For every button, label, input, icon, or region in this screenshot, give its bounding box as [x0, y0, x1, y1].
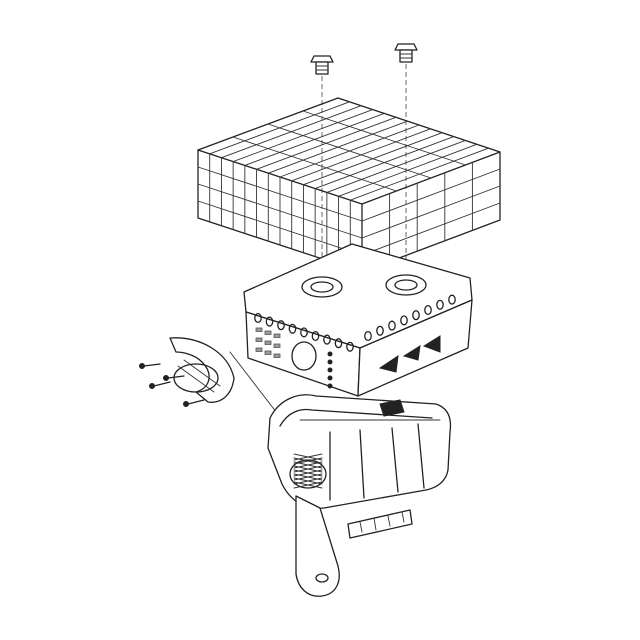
- screw-right-icon: [394, 43, 418, 63]
- muffler-body-icon: [267, 394, 452, 509]
- screw-left-icon: [310, 55, 334, 75]
- exhaust-deflector-icon: [169, 337, 235, 403]
- muffler-cover-icon: [243, 243, 473, 397]
- gasket-icon: [347, 509, 413, 539]
- heat-shield-grid-icon: [197, 97, 501, 273]
- deflector-screws-icon: [139, 363, 205, 407]
- mounting-bracket-icon: [295, 495, 340, 597]
